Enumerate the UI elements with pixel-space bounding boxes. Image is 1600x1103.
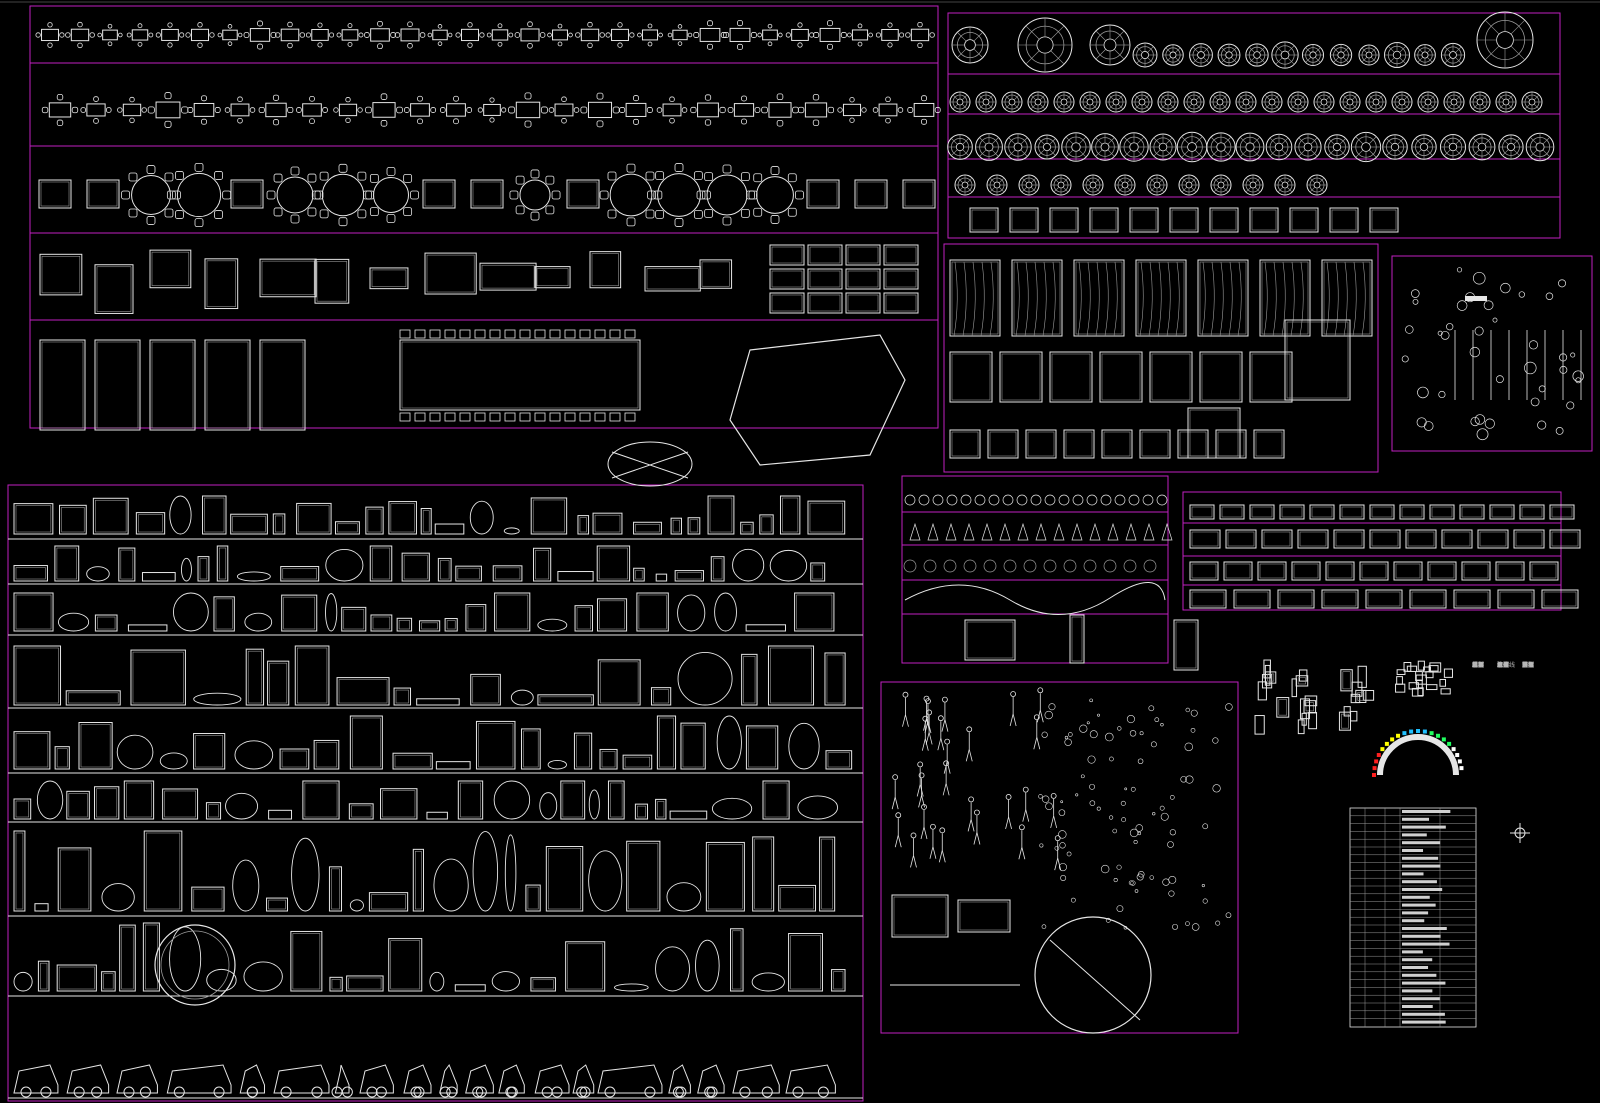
legend-note: 门套 <box>1472 662 1485 669</box>
legend-note: 石膏线 <box>1497 662 1516 669</box>
legend-note: 顶部 <box>1522 662 1535 669</box>
legend-note: 衣柜 <box>1472 662 1485 669</box>
legend-note: 台面 <box>1472 662 1485 669</box>
lamp-symbols[interactable] <box>1401 267 1584 441</box>
curtain-symbols[interactable] <box>949 259 1373 459</box>
arch-symbol[interactable] <box>1372 729 1464 777</box>
legend-note: 收边 <box>1522 662 1535 669</box>
misc-details[interactable] <box>1254 659 1453 735</box>
legend-note: 踏步 <box>1522 662 1535 669</box>
lamps-block[interactable] <box>1391 255 1593 452</box>
schedule-table[interactable] <box>1349 807 1477 1028</box>
legend-note: 木作 <box>1497 662 1510 669</box>
legend-note: 墙板 <box>1472 662 1485 669</box>
legend-note: 门框 <box>1522 662 1535 669</box>
legend-note: 吊顶 <box>1472 662 1485 669</box>
picture-frame-symbols[interactable] <box>1189 504 1581 609</box>
legend-note: 饰面 <box>1522 662 1535 669</box>
legend-note: 玻璃 <box>1497 662 1510 669</box>
dining-sets-block[interactable] <box>29 5 939 429</box>
ceiling-medallions-block[interactable] <box>947 12 1561 239</box>
ornaments-block[interactable] <box>901 475 1169 664</box>
legend-note: 地面 <box>1497 662 1510 669</box>
legend-note: 五金 <box>1497 662 1510 669</box>
people-symbols[interactable] <box>890 687 1233 1034</box>
legend-note: 墙面 <box>1497 662 1510 669</box>
curtains-block[interactable] <box>943 243 1379 473</box>
legend-note: 吊顶 <box>1497 662 1510 669</box>
legend-note: 瓷砖 <box>1497 662 1510 669</box>
picture-frames-block[interactable] <box>1182 491 1562 611</box>
legend-note: 层板 <box>1522 662 1535 669</box>
legend-note: 踢脚 <box>1472 662 1485 669</box>
legend-note: 地台 <box>1472 662 1485 669</box>
legend-note: 门洞 <box>1522 662 1535 669</box>
crosshair-icon[interactable] <box>1510 823 1530 843</box>
ornament-symbols[interactable] <box>903 494 1199 671</box>
legend-note: 装饰 <box>1472 662 1485 669</box>
appliance-symbols[interactable] <box>13 495 853 1098</box>
legend-note: 窗台 <box>1522 662 1535 669</box>
legend-note: 上部 <box>1472 662 1485 669</box>
people-sculpture-block[interactable] <box>880 681 1239 1034</box>
appliances-fixtures-block[interactable] <box>7 484 864 1102</box>
dining-symbols[interactable] <box>35 20 941 487</box>
legend-note: 隔断 <box>1522 662 1535 669</box>
medallion-symbols[interactable] <box>947 11 1555 233</box>
legend-note: 灯具 <box>1497 662 1510 669</box>
